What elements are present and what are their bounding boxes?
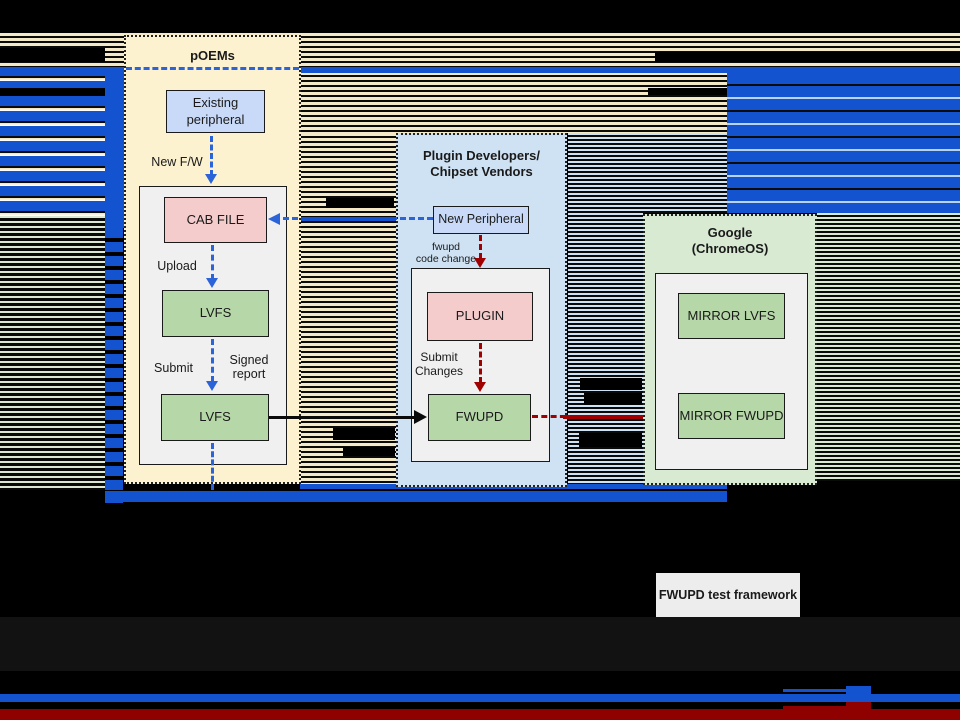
arrow-upload-head-icon [206, 278, 218, 288]
black-bar [0, 48, 105, 62]
arrow-new-peripheral-solid-segment [301, 217, 396, 221]
google-panel-title: Google (ChromeOS) [691, 225, 769, 256]
black-bar [326, 198, 394, 208]
stripe-band-mid-right [301, 67, 727, 133]
arrow-fwupd-code-change [479, 235, 482, 259]
blue-column-dashed [105, 228, 123, 503]
poems-panel-title: pOEMs [190, 48, 235, 63]
blue-line-bottom-right [783, 689, 846, 692]
submit-label: Submit [154, 361, 193, 375]
arrow-lvfs-to-fwupd [269, 416, 416, 419]
lvfs-top-box: LVFS [162, 290, 269, 337]
arrow-new-peripheral-head-icon [268, 213, 280, 225]
blue-band-under-panels [105, 491, 727, 502]
arrow-submit-changes-head-icon [474, 382, 486, 392]
plugin-box: PLUGIN [427, 292, 533, 341]
stripe-band-gap-left [301, 133, 396, 484]
plugin-panel-title: Plugin Developers/ Chipset Vendors [422, 148, 541, 179]
blue-band-horizontal [0, 67, 960, 73]
blue-column-solid [105, 67, 124, 228]
black-bar [580, 378, 642, 390]
arrow-lvfs-to-fwupd-head-icon [414, 410, 427, 424]
arrow-upload [211, 245, 214, 280]
arrow-new-fw [210, 136, 213, 176]
stripe-band-lightblue-upper [568, 133, 727, 213]
black-bar [655, 52, 960, 62]
mirror-fwupd-box: MIRROR FWUPD [678, 393, 785, 439]
black-bar [333, 428, 395, 440]
submit-changes-label: Submit Changes [414, 350, 464, 378]
black-bar [584, 393, 642, 405]
stripe-band-right-blue [727, 73, 960, 213]
existing-peripheral-box: Existing peripheral [166, 90, 265, 133]
dark-gray-band [0, 617, 960, 671]
black-bar [0, 88, 105, 96]
red-line-bottom-right [783, 706, 846, 709]
arrow-submit-head-icon [206, 381, 218, 391]
stripe-band-green-left [0, 216, 105, 490]
fwupd-box: FWUPD [428, 394, 531, 441]
arrow-fwupd-code-change-head-icon [474, 258, 486, 268]
red-band-bottom [0, 709, 960, 720]
arrow-fwupd-to-mirror-solid-segment [563, 415, 646, 419]
signed-report-label: Signed report [229, 353, 269, 382]
fwupd-code-change-label: fwupd code change [415, 241, 477, 266]
arrow-submit-changes [479, 343, 482, 383]
upload-label: Upload [157, 259, 197, 273]
cab-file-box: CAB FILE [164, 197, 267, 243]
arrow-submit [211, 339, 214, 382]
new-fw-label: New F/W [151, 155, 203, 169]
arrow-new-fw-head-icon [205, 174, 217, 184]
poems-dashed-divider [126, 67, 299, 70]
lvfs-bottom-box: LVFS [161, 394, 269, 441]
black-bar [343, 447, 395, 456]
black-bar [648, 88, 727, 95]
new-peripheral-box: New Peripheral [433, 206, 529, 234]
dashed-line-below-lvfs [211, 443, 214, 490]
stripe-band-green-right [817, 213, 960, 481]
black-bar [579, 433, 642, 447]
blue-band-bottom [0, 694, 960, 702]
mirror-lvfs-box: MIRROR LVFS [678, 293, 785, 339]
fwupd-test-framework-box: FWUPD test framework [656, 573, 800, 617]
